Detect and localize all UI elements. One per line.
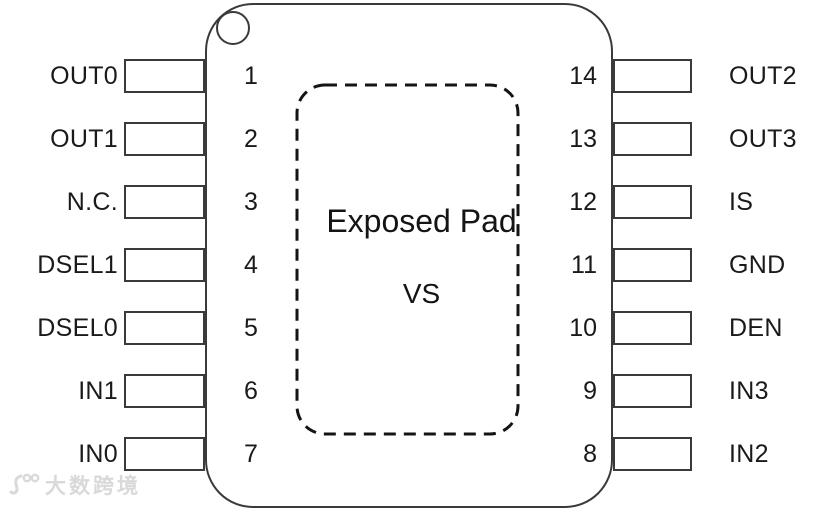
pin-label: IN2 xyxy=(729,439,769,468)
pin-label: OUT2 xyxy=(729,61,797,90)
pin-pad-box xyxy=(124,248,205,282)
pin-pad-box xyxy=(613,248,692,282)
pin-number: 6 xyxy=(244,376,258,405)
pin-pad-box xyxy=(124,437,205,471)
pin-label: DSEL1 xyxy=(37,250,118,279)
pin-row-left-6: IN1 6 xyxy=(0,374,258,408)
pin-pad-box xyxy=(124,122,205,156)
pin-number: 12 xyxy=(569,187,597,216)
pin-row-left-1: OUT0 1 xyxy=(0,59,258,93)
pin-number: 2 xyxy=(244,124,258,153)
pin-row-left-7: IN0 7 xyxy=(0,437,258,471)
pin1-indicator-circle xyxy=(216,11,250,45)
pin-number: 1 xyxy=(244,61,258,90)
pin-label: OUT0 xyxy=(50,61,118,90)
pin-label: IN3 xyxy=(729,376,769,405)
pin-label: GND xyxy=(729,250,786,279)
pin-number: 11 xyxy=(571,250,597,279)
pin-label: OUT1 xyxy=(50,124,118,153)
pin-row-right-12: 12 IS xyxy=(540,185,753,219)
pin-label: DSEL0 xyxy=(37,313,118,342)
pin-number: 5 xyxy=(244,313,258,342)
chip-package-outline xyxy=(205,3,613,508)
pin-label: IS xyxy=(729,187,754,216)
watermark: 大数跨境 xyxy=(8,470,141,500)
pin-label: DEN xyxy=(729,313,783,342)
pin-number: 14 xyxy=(569,61,597,90)
pin-number: 3 xyxy=(244,187,258,216)
pin-pad-box xyxy=(613,311,692,345)
pin-label: IN0 xyxy=(78,439,118,468)
pin-pad-box xyxy=(124,311,205,345)
pin-number: 9 xyxy=(583,376,597,405)
pin-label: OUT3 xyxy=(729,124,797,153)
pin-pad-box xyxy=(613,437,692,471)
pin-row-right-8: 8 IN2 xyxy=(540,437,769,471)
watermark-text: 大数跨境 xyxy=(45,475,141,498)
pin-row-right-9: 9 IN3 xyxy=(540,374,769,408)
pin-label: N.C. xyxy=(66,187,118,216)
pin-number: 7 xyxy=(244,439,258,468)
pin-row-right-13: 13 OUT3 xyxy=(540,122,797,156)
pin-row-left-3: N.C. 3 xyxy=(0,185,258,219)
exposed-pad-outline xyxy=(295,83,520,436)
pin-number: 8 xyxy=(583,439,597,468)
pin-number: 13 xyxy=(569,124,597,153)
pin-label: IN1 xyxy=(78,376,118,405)
exposed-pad-label: Exposed Pad xyxy=(326,203,517,239)
pin-pad-box xyxy=(613,374,692,408)
pin-pad-box xyxy=(124,374,205,408)
pin-row-left-2: OUT1 2 xyxy=(0,122,258,156)
exposed-pad-net-label: VS xyxy=(402,278,441,309)
pin-pad-box xyxy=(613,122,692,156)
pin-row-right-10: 10 DEN xyxy=(540,311,783,345)
pin-row-left-4: DSEL1 4 xyxy=(0,248,258,282)
watermark-logo-icon xyxy=(9,473,40,495)
pin-pad-box xyxy=(124,59,205,93)
pin-row-right-14: 14 OUT2 xyxy=(540,59,797,93)
pin-row-left-5: DSEL0 5 xyxy=(0,311,258,345)
pin-pad-box xyxy=(124,185,205,219)
pin-pad-box xyxy=(613,59,692,93)
pin-number: 4 xyxy=(244,250,258,279)
pin-pad-box xyxy=(613,185,692,219)
pin-number: 10 xyxy=(569,313,597,342)
pin-row-right-11: 11 GND xyxy=(540,248,785,282)
